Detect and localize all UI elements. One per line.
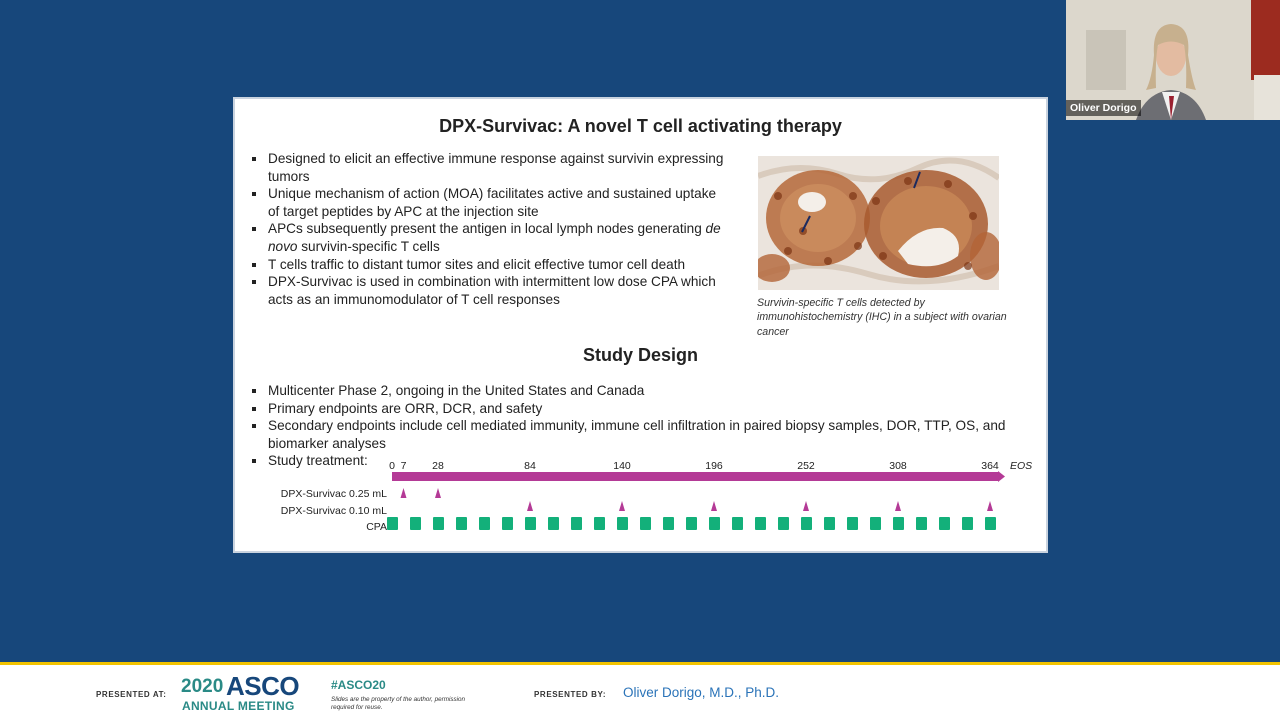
cpa-block: [640, 517, 651, 530]
row-label-cpa: CPA: [366, 521, 387, 533]
cpa-block: [548, 517, 559, 530]
cpa-block: [916, 517, 927, 530]
cpa-block: [594, 517, 605, 530]
cpa-block: [870, 517, 881, 530]
cpa-block: [410, 517, 421, 530]
cpa-block: [801, 517, 812, 530]
dose-marker: [895, 501, 901, 511]
dose-marker: [711, 501, 717, 511]
cpa-block: [433, 517, 444, 530]
cpa-block: [985, 517, 996, 530]
ihc-micrograph-drawing: [758, 156, 999, 290]
cpa-block: [525, 517, 536, 530]
cpa-block: [778, 517, 789, 530]
slide-title: DPX-Survivac: A novel T cell activating …: [439, 116, 842, 136]
study-design-bullet-list: Multicenter Phase 2, ongoing in the Unit…: [249, 382, 1029, 470]
asco-logo-year: 2020: [181, 676, 224, 697]
bullet-item: DPX-Survivac is used in combination with…: [249, 273, 729, 308]
cpa-block: [847, 517, 858, 530]
presenter-video-tile[interactable]: Oliver Dorigo: [1066, 0, 1280, 120]
intro-bullet-list: Designed to elicit an effective immune r…: [249, 150, 729, 308]
bullet-item: APCs subsequently present the antigen in…: [249, 220, 729, 255]
dose-marker: [619, 501, 625, 511]
image-caption: Survivin-specific T cells detected by im…: [757, 297, 1007, 338]
slide: DPX-Survivac: A novel T cell activating …: [233, 97, 1048, 553]
bullet-item: Primary endpoints are ORR, DCR, and safe…: [249, 400, 1029, 418]
dose-marker: [400, 488, 407, 498]
dose-markers-010: [527, 501, 993, 511]
dose-markers-025: [400, 488, 441, 498]
presented-by-label: PRESENTED BY:: [534, 690, 607, 699]
presenter-name: Oliver Dorigo, M.D., Ph.D.: [623, 685, 780, 700]
bullet-item: Multicenter Phase 2, ongoing in the Unit…: [249, 382, 1029, 400]
cpa-block: [479, 517, 490, 530]
timeline-bar: [392, 472, 998, 481]
bullet-item: Designed to elicit an effective immune r…: [249, 150, 729, 185]
cpa-block: [755, 517, 766, 530]
cpa-block: [686, 517, 697, 530]
cpa-block: [893, 517, 904, 530]
dose-marker: [803, 501, 809, 511]
bullet-item: Unique mechanism of action (MOA) facilit…: [249, 185, 729, 220]
presenter-video-frame: [1066, 0, 1280, 120]
row-label-dpx-010: DPX-Survivac 0.10 mL: [281, 505, 387, 517]
cpa-block: [456, 517, 467, 530]
ihc-micrograph-image: [758, 156, 999, 290]
cpa-block: [732, 517, 743, 530]
timeline-arrowhead: [998, 471, 1005, 482]
presenter-name-label: Oliver Dorigo: [1066, 100, 1141, 116]
hashtag: #ASCO20: [331, 678, 386, 692]
cpa-block: [617, 517, 628, 530]
bullet-item: T cells traffic to distant tumor sites a…: [249, 256, 729, 274]
presented-at-label: PRESENTED AT:: [96, 690, 167, 699]
cpa-block: [709, 517, 720, 530]
cpa-block: [939, 517, 950, 530]
dose-marker: [435, 488, 441, 498]
section-title: Study Design: [582, 345, 698, 365]
row-label-dpx-025: DPX-Survivac 0.25 mL: [281, 488, 387, 500]
cpa-block: [571, 517, 582, 530]
bullet-item: Study treatment:: [249, 452, 1029, 470]
cpa-block: [387, 517, 398, 530]
disclaimer: Slides are the property of the author, p…: [331, 696, 466, 711]
cpa-block: [824, 517, 835, 530]
footer-bar: PRESENTED AT: 2020 ASCO ANNUAL MEETING #…: [0, 662, 1280, 720]
dose-marker: [527, 501, 533, 511]
dose-marker: [987, 501, 993, 511]
asco-logo-subtitle: ANNUAL MEETING: [182, 699, 295, 713]
bullet-item: Secondary endpoints include cell mediate…: [249, 417, 1029, 452]
cpa-blocks: [387, 517, 996, 530]
asco-logo: ASCO: [226, 671, 300, 701]
cpa-block: [663, 517, 674, 530]
cpa-block: [502, 517, 513, 530]
cpa-block: [962, 517, 973, 530]
